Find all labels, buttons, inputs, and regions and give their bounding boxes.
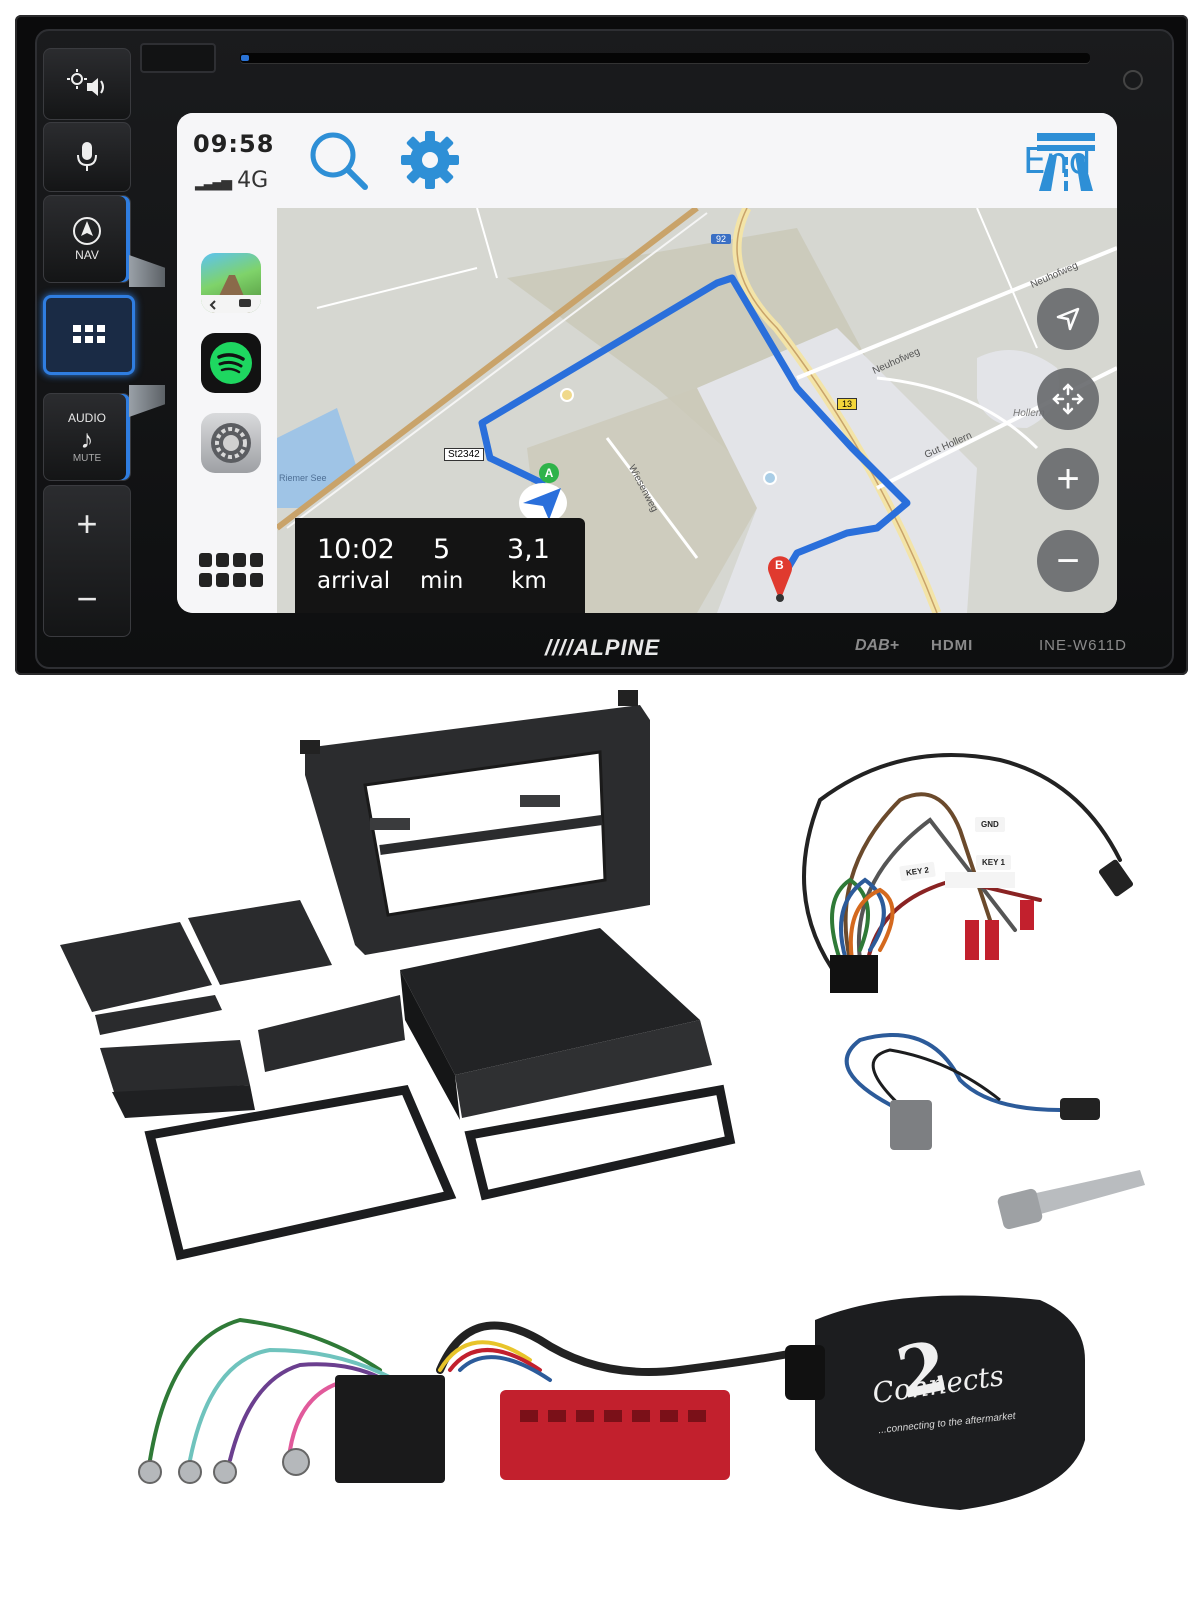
accessory-kit-illustration [60,690,1145,1510]
lake-label: Riemer See [279,473,327,483]
app-grid-icon [73,325,105,343]
brightness-volume-button[interactable] [43,48,131,120]
fascia-panel [300,690,650,955]
navigation-arrow-icon [1056,307,1080,331]
steering-wheel-harness [802,753,1122,982]
din-antenna-plug [997,1170,1145,1230]
settings-app-icon[interactable] [201,413,261,473]
mute-label: MUTE [72,452,102,464]
wire-tag-key1: KEY 1 [976,855,1011,870]
trim-frames [144,1084,736,1261]
volume-up-icon[interactable]: + [76,502,98,544]
zoom-out-button[interactable]: − [1037,530,1099,592]
app-dashboard-icon[interactable] [199,553,263,589]
status-time: 09:58 [193,130,275,158]
eta-arrival-label: arrival [317,568,391,594]
navigation-topbar: End [277,113,1117,208]
destination-label: End [1023,141,1092,182]
road-shield-st2342: St2342 [444,448,484,461]
eta-duration-unit: min [420,568,464,594]
search-icon[interactable] [307,129,371,193]
disc-slot [240,53,1090,63]
highway-icon [1037,133,1095,191]
zoom-in-button[interactable]: + [1037,448,1099,510]
iso-harness [148,1317,814,1462]
navigation-app-glyph [201,275,261,313]
minus-icon: − [1056,538,1080,583]
hdmi-badge: HDMI [931,637,974,654]
storage-pocket [400,928,712,1120]
gear-icon[interactable] [399,129,461,191]
pan-button[interactable] [1037,368,1099,430]
eta-panel[interactable]: 10:02 arrival 5 min 3,1 km [295,518,585,613]
start-marker-label: A [544,466,554,480]
steering-interface-box [785,1295,1085,1510]
nav-button-label: NAV [75,248,99,262]
brand-logo: ////ALPINE [545,635,661,660]
dab-badge: DAB+ [855,637,900,654]
audio-button[interactable]: AUDIO ♪ MUTE [43,393,131,481]
eta-distance-value: 3,1 [507,534,550,565]
compass-icon [73,217,101,245]
music-note-icon: ♪ [80,423,94,454]
eta-distance-unit: km [511,568,547,594]
model-number: INE-W611D [1039,637,1127,654]
wire-tag-gnd: GND [975,817,1005,832]
eta-duration-value: 5 [433,534,451,565]
place-label: Hollern [1013,408,1045,419]
apps-button[interactable] [43,295,135,375]
start-marker: A [539,463,559,483]
head-unit: NAV AUDIO ♪ MUTE + − 09:58 ▂▃▄▅ 4G [15,15,1188,675]
audio-label: AUDIO [67,410,106,425]
microphone-icon [77,142,97,171]
antenna-adapter-cable [844,1033,1061,1112]
nav-button[interactable]: NAV [43,195,131,283]
network-label: 4G [237,168,269,193]
signal-bars-icon: ▂▃▄▅ [195,175,232,191]
touchscreen[interactable]: 09:58 ▂▃▄▅ 4G [177,113,1117,613]
disc-led [241,55,249,61]
maps-app-icon[interactable] [201,253,261,313]
move-arrows-icon [1052,383,1084,415]
eta-arrival-time: 10:02 [317,534,395,565]
bezel-tab [140,43,216,73]
destination-pin-icon [768,556,792,602]
volume-rocker[interactable]: + − [43,485,131,637]
current-position-arrow-icon [519,483,567,523]
end-marker-label: B [775,558,784,572]
spotify-icon [210,342,252,384]
volume-down-icon[interactable]: − [76,577,98,619]
ring-terminals [138,1448,310,1484]
carplay-sidebar: 09:58 ▂▃▄▅ 4G [177,113,277,613]
recenter-button[interactable] [1037,288,1099,350]
voice-button[interactable] [43,122,131,192]
plus-icon: + [1056,456,1080,501]
status-network: ▂▃▄▅ 4G [195,168,268,193]
eject-icon[interactable] [1123,70,1143,90]
brightness-volume-icon [67,69,104,96]
mounting-brackets [60,900,405,1118]
spotify-app-icon[interactable] [201,333,261,393]
road-shield-13: 13 [837,398,858,410]
road-shield-92: 92 [711,234,732,244]
settings-gear-icon [211,423,251,463]
